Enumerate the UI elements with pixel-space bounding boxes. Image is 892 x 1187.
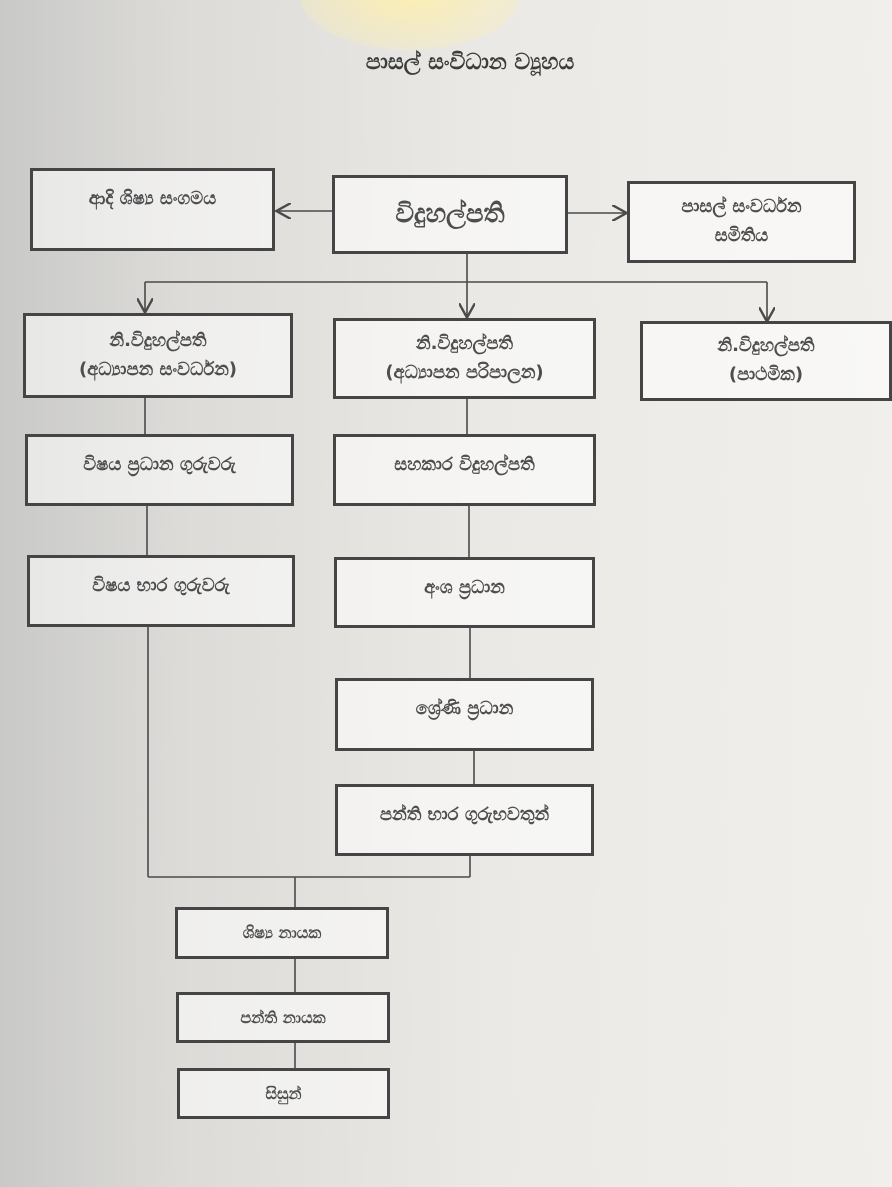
node-label: (අධ්‍යාපන සංවර්ධන) bbox=[78, 358, 238, 380]
node-assistant-principal: සහකාර විදුහල්පති bbox=[333, 434, 596, 506]
node-label: නි.විදුහල්පති bbox=[717, 335, 815, 357]
node-label: විෂය ප්‍රධාන ගුරුවරු bbox=[83, 454, 236, 475]
node-alumni: ආදි ශිෂ්‍ය සංගමය bbox=[30, 168, 275, 251]
node-subject-teachers: විෂය භාර ගුරුවරු bbox=[27, 555, 295, 627]
node-label: ශ්‍රේණි ප්‍රධාන bbox=[415, 698, 514, 719]
node-label: පාසල් සංවර්ධන bbox=[681, 196, 802, 218]
node-label: සමිතිය bbox=[714, 225, 769, 246]
node-subject-heads: විෂය ප්‍රධාන ගුරුවරු bbox=[25, 434, 294, 506]
node-label: පන්ති නායක bbox=[240, 1007, 326, 1027]
node-label: නි.විදුහල්පති bbox=[415, 332, 514, 354]
node-label: විෂය භාර ගුරුවරු bbox=[92, 575, 230, 596]
node-school-development-committee: පාසල් සංවර්ධන සමිතිය bbox=[627, 181, 856, 263]
node-deputy-principal-primary: නි.විදුහල්පති (පාථමික) bbox=[640, 321, 892, 401]
node-label: විදුහල්පති bbox=[395, 198, 505, 229]
node-deputy-principal-administration: නි.විදුහල්පති (අධ්‍යාපන පරිපාලන) bbox=[333, 318, 596, 399]
node-label: (අධ්‍යාපන පරිපාලන) bbox=[385, 361, 544, 383]
node-label: ආදි ශිෂ්‍ය සංගමය bbox=[88, 188, 217, 209]
node-section-heads: අංශ ප්‍රධාන bbox=[334, 557, 595, 628]
node-label: ශිෂ්‍ය නායක bbox=[242, 923, 322, 943]
node-label: නි.විදුහල්පති bbox=[109, 329, 207, 351]
node-label: පන්ති භාර ගුරුභවතුන් bbox=[379, 804, 550, 825]
diagram-title: පාසල් සංවිධාන ව්‍යූහය bbox=[365, 50, 575, 75]
node-student-leaders: ශිෂ්‍ය නායක bbox=[175, 907, 389, 959]
node-deputy-principal-development: නි.විදුහල්පති (අධ්‍යාපන සංවර්ධන) bbox=[23, 313, 293, 398]
node-label: සහකාර විදුහල්පති bbox=[394, 454, 535, 475]
node-label: අංශ ප්‍රධාන bbox=[424, 577, 505, 598]
node-students: සිසුන් bbox=[177, 1068, 390, 1119]
node-principal: විදුහල්පති bbox=[332, 175, 568, 254]
node-class-leaders: පන්ති නායක bbox=[176, 992, 390, 1043]
node-class-teachers: පන්ති භාර ගුරුභවතුන් bbox=[335, 784, 594, 856]
node-label: (පාථමික) bbox=[728, 364, 804, 385]
node-grade-heads: ශ්‍රේණි ප්‍රධාන bbox=[335, 678, 594, 751]
node-label: සිසුන් bbox=[265, 1083, 302, 1103]
